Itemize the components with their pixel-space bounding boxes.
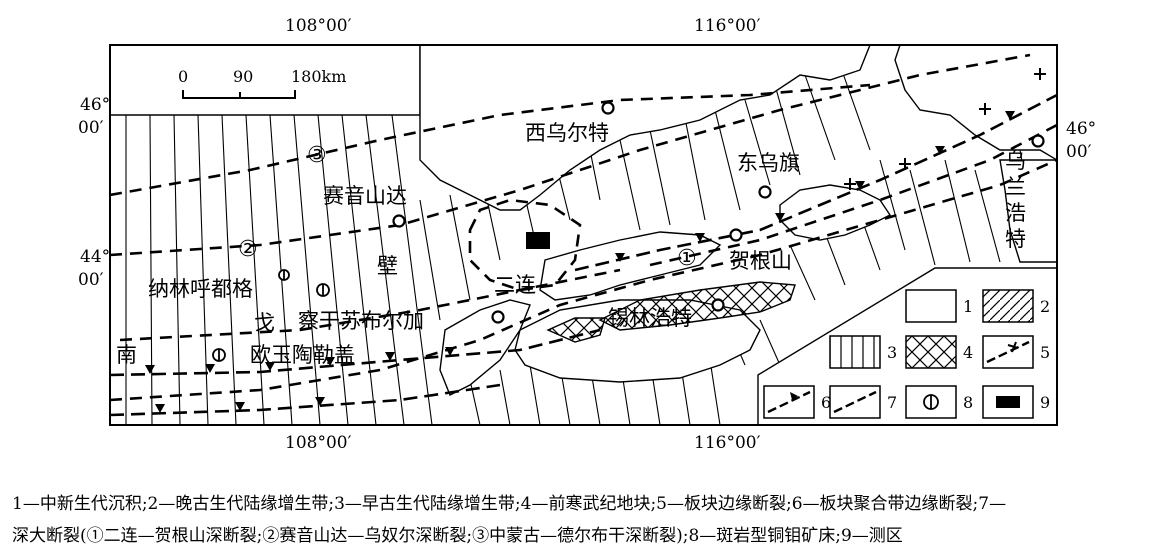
legend-item-5-label: 5 bbox=[1040, 343, 1050, 362]
town-hegenshan bbox=[729, 228, 743, 242]
scale-label-mid: 90 bbox=[233, 67, 253, 86]
label-xilinhaote: 锡林浩特 bbox=[608, 306, 692, 330]
legend-item-4-label: 4 bbox=[963, 343, 973, 362]
coord-left-44-min: 00′ bbox=[78, 270, 104, 290]
label-chaganshubuerjia: 察干苏布尔加 bbox=[298, 309, 424, 333]
coord-top-right: 116°00′ bbox=[694, 16, 761, 36]
plate-convergence-fault bbox=[110, 93, 1057, 417]
fault-teeth bbox=[145, 111, 1015, 413]
coord-left-46-deg: 46° bbox=[80, 95, 110, 115]
fault-label-2: ② bbox=[238, 237, 258, 262]
town-saiyinshanda bbox=[392, 214, 406, 228]
legend: 1 2 3 4 5 6 7 8 9 bbox=[763, 289, 1050, 419]
caption-line-1: 1—中新生代沉积;2—晚古生代陆缘增生带;3—早古生代陆缘增生带;4—前寒武纪地… bbox=[12, 494, 1007, 514]
coord-bottom-right: 116°00′ bbox=[694, 433, 761, 453]
legend-item-6-label: 6 bbox=[821, 393, 831, 412]
town-xiwuerte bbox=[601, 101, 615, 115]
deposit-ouyu bbox=[212, 348, 226, 362]
label-nalinhudouge: 纳林呼都格 bbox=[148, 277, 253, 301]
plate-fault-crosses bbox=[844, 68, 1046, 190]
fault-markers: ① ② ③ bbox=[238, 143, 697, 271]
legend-item-7-label: 7 bbox=[887, 393, 897, 412]
legend-item-2-swatch bbox=[982, 289, 1034, 323]
map-frame bbox=[109, 44, 1058, 426]
label-wulanhaote-2: 兰 bbox=[1005, 175, 1026, 199]
coord-bottom-left: 108°00′ bbox=[285, 433, 352, 453]
label-gobi-ge: 戈 bbox=[254, 311, 275, 335]
label-saiyinshanda: 赛音山达 bbox=[323, 184, 407, 208]
coord-left-46-min: 00′ bbox=[78, 118, 104, 138]
deposit-markers bbox=[212, 269, 330, 362]
scale-label-end: 180km bbox=[291, 67, 346, 86]
caption-line-2: 深大断裂(①二连—贺根山深断裂;②赛音山达—乌奴尔深断裂;③中蒙古—德尔布干深断… bbox=[12, 526, 903, 546]
figure-caption: 1—中新生代沉积;2—晚古生代陆缘增生带;3—早古生代陆缘增生带;4—前寒武纪地… bbox=[12, 488, 1162, 552]
town-dongwuqi bbox=[758, 185, 772, 199]
belt-hachures bbox=[125, 49, 1041, 425]
label-dongwuqi: 东乌旗 bbox=[737, 151, 800, 175]
town-markers bbox=[392, 101, 1045, 324]
label-hegenshan: 贺根山 bbox=[729, 249, 792, 273]
scale-label-zero: 0 bbox=[178, 67, 188, 86]
legend-item-6-swatch bbox=[763, 385, 815, 419]
fault-label-1: ① bbox=[677, 246, 697, 271]
label-wulanhaote-1: 乌 bbox=[1005, 149, 1026, 173]
label-gobi-bi: 壁 bbox=[377, 254, 398, 278]
label-wulanhaote: 乌 兰 浩 特 bbox=[1005, 149, 1026, 251]
coord-right-46-deg: 46° bbox=[1066, 119, 1096, 139]
precambrian-block-west bbox=[546, 317, 606, 343]
label-nan: 南 bbox=[116, 343, 137, 367]
legend-item-9-label: 9 bbox=[1040, 393, 1050, 412]
label-erlian: 二连 bbox=[494, 273, 536, 297]
coord-right-46-min: 00′ bbox=[1066, 142, 1092, 162]
legend-item-7-swatch bbox=[829, 385, 881, 419]
town-xilinhaote bbox=[711, 298, 725, 312]
legend-item-5-swatch bbox=[982, 335, 1034, 369]
fault-label-3: ③ bbox=[307, 143, 327, 168]
label-ouyutaolegai: 欧玉陶勒盖 bbox=[250, 343, 355, 367]
coord-top-left: 108°00′ bbox=[285, 16, 352, 36]
legend-item-2-label: 2 bbox=[1040, 297, 1050, 316]
deep-faults bbox=[110, 53, 1057, 402]
coord-left-44-deg: 44° bbox=[80, 247, 110, 267]
label-wulanhaote-3: 浩 bbox=[1005, 201, 1026, 225]
legend-item-8-label: 8 bbox=[963, 393, 973, 412]
precambrian-block bbox=[598, 281, 796, 331]
legend-item-1-label: 1 bbox=[963, 297, 973, 316]
town-erlian bbox=[491, 310, 505, 324]
legend-item-1-swatch bbox=[905, 289, 957, 323]
survey-area-marker bbox=[526, 232, 550, 249]
legend-item-3-swatch bbox=[829, 335, 881, 369]
deposit-nalinhudouge bbox=[278, 269, 290, 281]
place-names: 西乌尔特 东乌旗 赛音山达 二连 贺根山 锡林浩特 纳林呼都格 察干苏布尔加 欧… bbox=[116, 121, 1026, 367]
deposit-chagan bbox=[316, 283, 330, 297]
legend-item-3-label: 3 bbox=[887, 343, 897, 362]
legend-item-4-swatch bbox=[905, 335, 957, 369]
scale-bar: 0 90 180km bbox=[178, 67, 346, 99]
label-wulanhaote-4: 特 bbox=[1005, 227, 1026, 251]
town-wulanhaote bbox=[1031, 134, 1045, 148]
geologic-map: 108°00′ 116°00′ 108°00′ 116°00′ 46° 00′ … bbox=[78, 16, 1096, 453]
label-xiwuerte: 西乌尔特 bbox=[525, 121, 609, 145]
